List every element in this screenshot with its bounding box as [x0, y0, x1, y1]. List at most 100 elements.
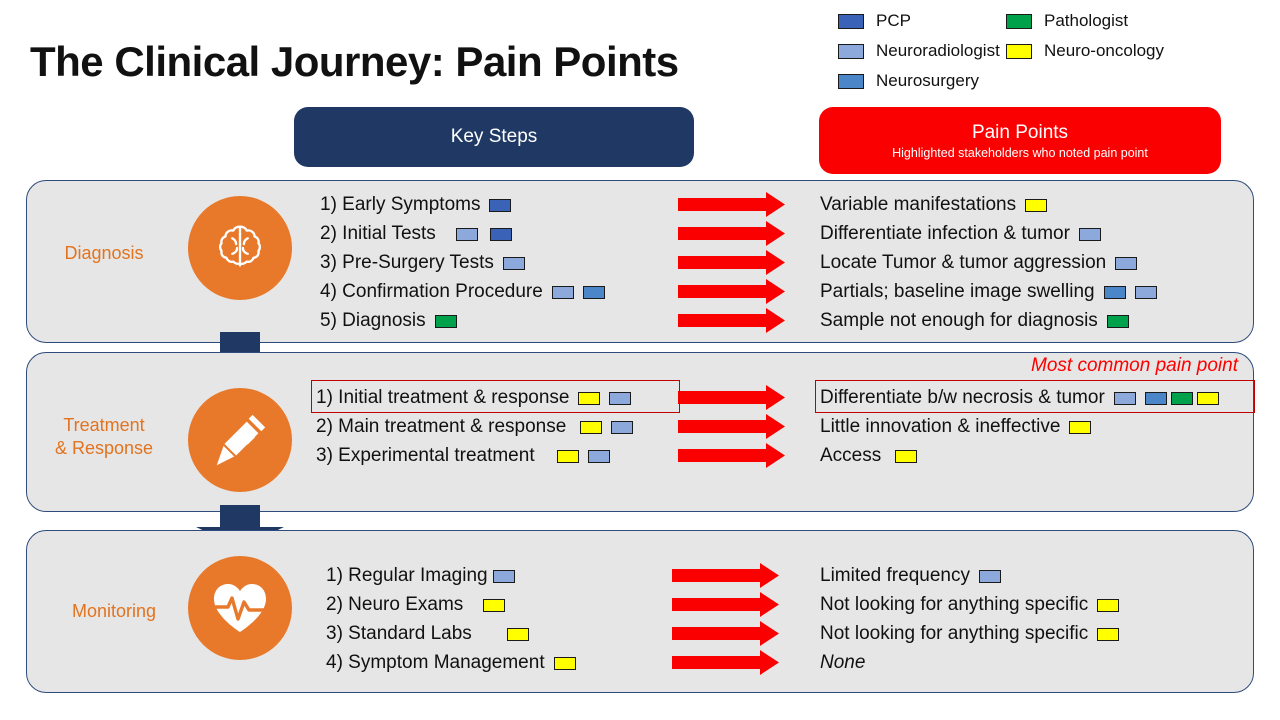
- step-row: 1) Regular Imaging: [326, 561, 576, 590]
- heart-pulse-icon: [188, 556, 292, 660]
- step-row: 2) Initial Tests: [320, 219, 605, 248]
- step-row: 1) Early Symptoms: [320, 190, 605, 219]
- stakeholder-chip: [434, 315, 457, 328]
- stage-label-treatment: Treatment & Response: [34, 414, 174, 459]
- stakeholder-chip: [506, 628, 529, 641]
- step-row: 3) Pre-Surgery Tests: [320, 248, 605, 277]
- step-text: 3) Experimental treatment: [316, 444, 535, 466]
- step-text: 1) Regular Imaging: [326, 564, 488, 586]
- pain-row: None: [820, 648, 1119, 677]
- pain-text: Not looking for anything specific: [820, 593, 1089, 615]
- stakeholder-chip: [1134, 286, 1157, 299]
- stakeholder-chip: [502, 257, 525, 270]
- stakeholder-chip: [1097, 628, 1120, 641]
- stakeholder-chip: [455, 228, 478, 241]
- legend-item-neurosurgery: Neurosurgery: [838, 66, 1000, 96]
- flow-arrow-icon: [678, 308, 785, 333]
- legend-label-neuro-oncology: Neuro-oncology: [1044, 41, 1165, 60]
- pain-text: Differentiate b/w necrosis & tumor: [820, 386, 1105, 408]
- steps-list-treatment: 1) Initial treatment & response 2) Main …: [316, 383, 634, 470]
- stakeholder-chip: [978, 570, 1001, 583]
- stage-label-monitoring: Monitoring: [71, 601, 157, 621]
- pain-text: Not looking for anything specific: [820, 622, 1089, 644]
- pain-text: Little innovation & ineffective: [820, 415, 1061, 437]
- pain-row: Sample not enough for diagnosis: [820, 306, 1157, 335]
- pain-row: Partials; baseline image swelling: [820, 277, 1157, 306]
- pain-text: Sample not enough for diagnosis: [820, 309, 1098, 331]
- pains-list-diagnosis: Variable manifestations Differentiate in…: [820, 190, 1157, 335]
- arrow-group-monitoring: [672, 561, 780, 677]
- pain-row: Not looking for anything specific: [820, 590, 1120, 619]
- stakeholder-chip: [1170, 392, 1193, 405]
- stakeholder-chip: [1144, 392, 1167, 405]
- legend-swatch-neuro-oncology: [1006, 43, 1032, 59]
- step-row: 1) Initial treatment & response: [316, 383, 633, 412]
- flow-arrow-icon: [678, 414, 785, 439]
- stakeholder-chip: [1078, 228, 1101, 241]
- legend-item-pcp: PCP: [838, 6, 1000, 36]
- step-text: 4) Confirmation Procedure: [320, 280, 543, 302]
- pain-text: Access: [820, 444, 882, 466]
- stakeholder-chip: [582, 286, 605, 299]
- stage-label-line-1: Treatment: [63, 415, 145, 435]
- pain-text: None: [820, 651, 866, 673]
- pain-text: Variable manifestations: [820, 193, 1017, 215]
- pain-row: Variable manifestations: [820, 190, 1157, 219]
- pain-text: Partials; baseline image swelling: [820, 280, 1095, 302]
- pain-row: Limited frequency: [820, 561, 1119, 590]
- steps-list-monitoring: 1) Regular Imaging 2) Neuro Exams 3) Sta…: [326, 561, 576, 677]
- pain-text: Limited frequency: [820, 564, 970, 586]
- stakeholder-chip: [895, 450, 918, 463]
- step-row: 3) Experimental treatment: [316, 441, 633, 470]
- header-pain-points-subtitle: Highlighted stakeholders who noted pain …: [892, 145, 1148, 160]
- step-row: 5) Diagnosis: [320, 306, 605, 335]
- pain-text: Locate Tumor & tumor aggression: [820, 251, 1107, 273]
- step-text: 1) Initial treatment & response: [316, 386, 570, 408]
- step-text: 5) Diagnosis: [320, 309, 426, 331]
- brain-icon: [188, 196, 292, 300]
- step-row: 4) Confirmation Procedure: [320, 277, 605, 306]
- stakeholder-chip: [1025, 199, 1048, 212]
- pain-row: Differentiate infection & tumor: [820, 219, 1157, 248]
- legend-column-2: Pathologist Neuro-oncology: [1006, 6, 1164, 66]
- flow-arrow-icon: [678, 250, 785, 275]
- stakeholder-chip: [489, 199, 512, 212]
- page-title: The Clinical Journey: Pain Points: [30, 38, 679, 85]
- step-text: 3) Standard Labs: [326, 622, 472, 644]
- stakeholder-chip: [1115, 257, 1138, 270]
- stakeholder-chip: [551, 286, 574, 299]
- stakeholder-chip: [587, 450, 610, 463]
- step-text: 3) Pre-Surgery Tests: [320, 251, 494, 273]
- legend-item-neuroradiologist: Neuroradiologist: [838, 36, 1000, 66]
- stage-label-diagnosis: Diagnosis: [64, 243, 144, 263]
- stakeholder-chip: [553, 657, 576, 670]
- stakeholder-chip: [1196, 392, 1219, 405]
- flow-arrow-icon: [672, 621, 779, 646]
- pain-text: Differentiate infection & tumor: [820, 222, 1070, 244]
- pains-list-treatment: Differentiate b/w necrosis & tumor Littl…: [820, 383, 1219, 470]
- pain-row: Locate Tumor & tumor aggression: [820, 248, 1157, 277]
- flow-arrow-icon: [678, 221, 785, 246]
- flow-arrow-icon: [678, 192, 785, 217]
- legend-swatch-neuroradiologist: [838, 43, 864, 59]
- arrow-group-treatment: [678, 383, 786, 470]
- legend-label-pathologist: Pathologist: [1044, 11, 1129, 30]
- stakeholder-chip: [1097, 599, 1120, 612]
- header-pain-points-title: Pain Points: [971, 121, 1069, 143]
- syringe-icon: [188, 388, 292, 492]
- stakeholder-chip: [556, 450, 579, 463]
- step-row: 4) Symptom Management: [326, 648, 576, 677]
- header-key-steps: Key Steps: [294, 107, 694, 167]
- flow-arrow-icon: [678, 443, 785, 468]
- legend-swatch-neurosurgery: [838, 73, 864, 89]
- header-pain-points: Pain Points Highlighted stakeholders who…: [819, 107, 1221, 174]
- stakeholder-chip: [1113, 392, 1136, 405]
- stage-label-line-2: & Response: [54, 437, 154, 458]
- step-row: 2) Neuro Exams: [326, 590, 576, 619]
- pain-row: Little innovation & ineffective: [820, 412, 1219, 441]
- stakeholder-chip: [580, 421, 603, 434]
- flow-arrow-icon: [678, 279, 785, 304]
- stakeholder-chip: [611, 421, 634, 434]
- step-text: 2) Main treatment & response: [316, 415, 567, 437]
